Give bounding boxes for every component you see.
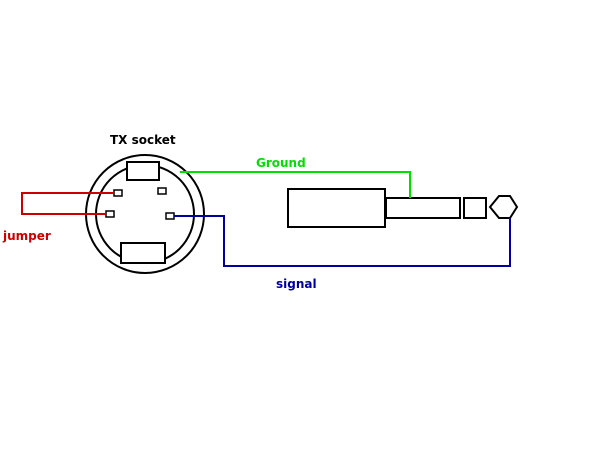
socket-top-key: [126, 161, 160, 181]
socket-pin-2: [157, 187, 167, 195]
jumper-label: jumper: [2, 229, 51, 243]
ground-wire: [180, 171, 411, 198]
jumper-wire: [21, 192, 114, 215]
socket-bottom-key: [120, 242, 166, 264]
signal-wire: [174, 215, 511, 267]
plug-ring: [463, 197, 487, 219]
plug-tip: [488, 195, 519, 219]
plug-body: [287, 188, 386, 228]
plug-sleeve: [385, 197, 461, 219]
socket-pin-1: [113, 189, 123, 197]
socket-label: TX socket: [110, 133, 176, 147]
socket-pin-4: [165, 212, 175, 220]
audio-plug: [287, 188, 519, 228]
ground-label: Ground: [256, 156, 306, 170]
signal-label: signal: [276, 277, 317, 291]
socket-pin-3: [105, 210, 115, 218]
